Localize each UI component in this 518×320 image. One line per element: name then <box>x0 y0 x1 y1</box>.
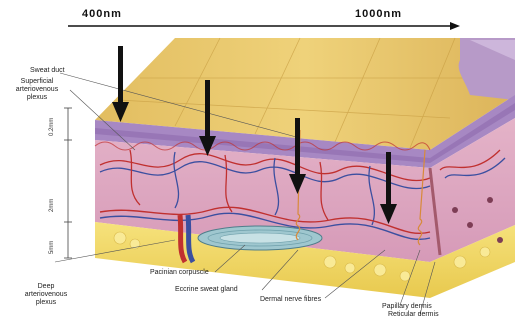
depth-scale <box>64 108 72 258</box>
label-pacinian-corpuscle: Pacinian corpuscle <box>150 269 209 277</box>
label-sweat-duct: Sweat duct <box>30 67 65 75</box>
wavelength-arrow <box>68 22 460 30</box>
wavelength-start-label: 400nm <box>82 8 122 20</box>
depth-label-middle: 2mm <box>49 199 55 212</box>
label-reticular-dermis: Reticular dermis <box>388 311 439 319</box>
label-dermal-nerve-fibres: Dermal nerve fibres <box>260 296 321 304</box>
label-superficial-plexus: Superficial arteriovenous plexus <box>2 78 72 102</box>
pacinian-corpuscle <box>198 226 322 250</box>
wavelength-end-label: 1000nm <box>355 8 402 20</box>
label-eccrine-sweat-gland: Eccrine sweat gland <box>175 286 238 294</box>
depth-label-upper: 0.2mm <box>49 118 55 136</box>
label-deep-plexus: Deep arteriovenous plexus <box>14 283 78 307</box>
label-papillary-dermis: Papillary dermis <box>382 303 432 311</box>
depth-label-lower: 5mm <box>49 241 55 254</box>
